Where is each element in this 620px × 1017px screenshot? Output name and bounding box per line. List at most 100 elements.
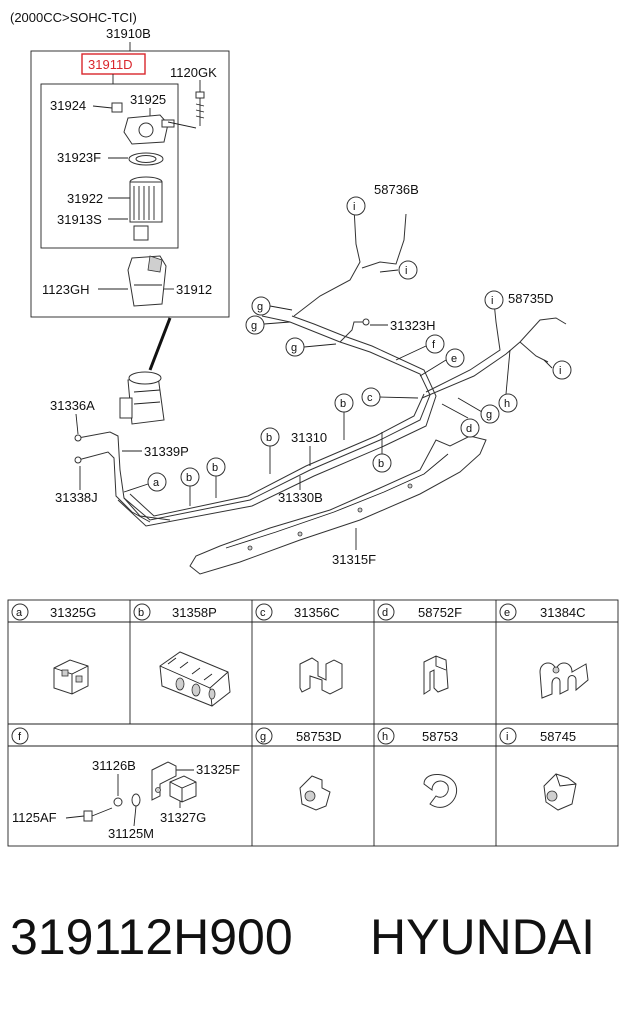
bolt-icon (195, 91, 205, 126)
clip-31358P-icon (159, 651, 231, 707)
callout-i-text: i (353, 201, 355, 213)
callout-d: d (441, 403, 480, 438)
callout-e-text: e (451, 353, 457, 365)
legend-b-part: 31358P (172, 605, 217, 620)
footer-brand: HYUNDAI (370, 909, 596, 965)
legend-b: b 31358P (133, 603, 217, 621)
clip-31384C-icon (539, 662, 589, 699)
callout-i-text: i (491, 295, 493, 307)
callout-h: h (498, 349, 518, 413)
highlight-box (81, 53, 146, 75)
callout-g-1: g (251, 296, 293, 316)
clip-58753-icon (423, 774, 458, 808)
callout-g-2: g (245, 315, 291, 335)
part-31923F: 31923F (57, 150, 101, 165)
part-58736B: 58736B (374, 182, 419, 197)
part-31922: 31922 (67, 191, 103, 206)
callout-g-4: g (457, 397, 500, 424)
water-sensor-icon (133, 225, 149, 241)
callout-a-text: a (153, 477, 160, 489)
legend-c-part: 31356C (294, 605, 340, 620)
legend-a-letter: a (16, 607, 23, 619)
clip-31325G-icon (53, 659, 89, 695)
highlighted-part-label: 31911D (88, 57, 133, 72)
callout-b-text: b (340, 398, 346, 410)
callout-d-text: d (466, 423, 472, 435)
legend-b-letter: b (138, 607, 144, 619)
legend-g-letter: g (260, 731, 266, 743)
nut-icon (131, 793, 141, 807)
callout-a: a (123, 472, 167, 493)
bracket-31325F-icon (151, 761, 177, 801)
legend-f-1125AF: 1125AF (12, 810, 57, 825)
washer-icon (113, 797, 123, 807)
callout-b-2: b (260, 427, 280, 474)
callout-i-2: i (379, 260, 418, 280)
callout-b-text: b (266, 432, 272, 444)
legend-c-letter: c (260, 607, 266, 619)
filter-inner-box (40, 83, 179, 249)
part-31912: 31912 (176, 282, 212, 297)
legend-a: a 31325G (11, 603, 96, 621)
part-31323H: 31323H (390, 318, 436, 333)
callout-i-1: i (346, 196, 366, 216)
legend-a-part: 31325G (50, 605, 96, 620)
assembly-label: 31910B (106, 26, 151, 41)
clip-58745-icon (543, 773, 577, 811)
fuel-filter-cartridge-icon (129, 176, 163, 223)
callout-g-text: g (486, 409, 492, 421)
callout-b-text: b (212, 462, 218, 474)
callout-g-text: g (257, 301, 263, 313)
legend-g-part: 58753D (296, 729, 342, 744)
callout-g-text: g (251, 320, 257, 332)
legend-i: i 58745 (499, 727, 576, 745)
callout-b-1: b (334, 393, 354, 440)
legend-h: h 58753 (377, 727, 458, 745)
legend-table (7, 599, 619, 847)
callout-h-text: h (504, 398, 510, 410)
part-31339P: 31339P (144, 444, 189, 459)
legend-e-letter: e (504, 607, 510, 619)
callout-c: c (361, 387, 419, 407)
clip-31327G-icon (169, 775, 197, 803)
legend-f-31126B: 31126B (92, 758, 136, 773)
callout-b-3: b (206, 457, 226, 498)
part-31913S: 31913S (57, 212, 102, 227)
callout-i-text: i (559, 365, 561, 377)
legend-f: f (11, 727, 29, 745)
legend-c: c 31356C (255, 603, 340, 621)
part-31330B: 31330B (278, 490, 323, 505)
callout-i-4: i (543, 359, 572, 380)
legend-e: e 31384C (499, 603, 586, 621)
part-31315F: 31315F (332, 552, 376, 567)
part-31338J: 31338J (55, 490, 98, 505)
legend-d-letter: d (382, 607, 388, 619)
callout-g-3: g (285, 337, 337, 357)
legend-d: d 58752F (377, 603, 462, 621)
callout-f: f (395, 334, 445, 361)
filter-bracket-icon (127, 255, 167, 307)
clip-58753D-icon (299, 775, 331, 811)
callout-b-text: b (378, 458, 384, 470)
assembly-leader (148, 317, 172, 371)
callout-b-5: b (372, 432, 392, 473)
legend-e-part: 31384C (540, 605, 586, 620)
clip-58752F-icon (423, 655, 449, 695)
callout-i-3: i (484, 290, 504, 310)
legend-f-31125M: 31125M (108, 826, 154, 841)
callout-b-text: b (186, 472, 192, 484)
part-31336A: 31336A (50, 398, 95, 413)
legend-g: g 58753D (255, 727, 342, 745)
clip-31356C-icon (299, 657, 343, 695)
callout-e: e (419, 348, 465, 377)
callout-g-text: g (291, 342, 297, 354)
legend-f-31327G: 31327G (160, 810, 206, 825)
filter-assembly-box (30, 50, 230, 318)
part-31925: 31925 (130, 92, 166, 107)
assembled-filter-icon (119, 371, 165, 425)
part-58735D: 58735D (508, 291, 554, 306)
legend-i-part: 58745 (540, 729, 576, 744)
part-31924: 31924 (50, 98, 86, 113)
filter-head-icon (123, 114, 197, 145)
